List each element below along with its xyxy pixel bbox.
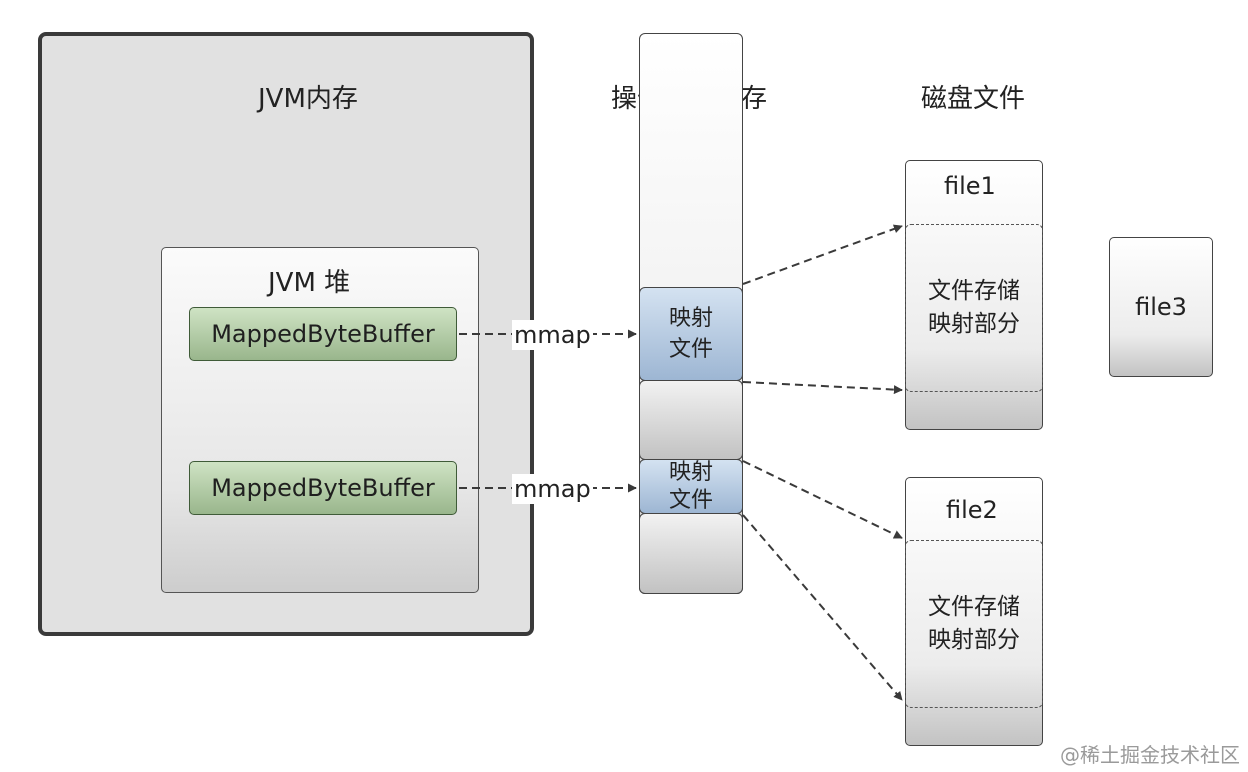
os-mapped-label-line1: 映射 bbox=[668, 306, 713, 331]
os-mapped-label-line1: 映射 bbox=[668, 459, 713, 485]
os-mapped-segment-1: 映射 文件 bbox=[639, 287, 743, 381]
os-unmapped-segment-2 bbox=[639, 513, 743, 594]
os-unmapped-segment-1 bbox=[639, 380, 743, 460]
file2-region-line2: 映射部分 bbox=[928, 627, 1020, 653]
os-mapped-label-line2: 文件 bbox=[668, 337, 713, 362]
disk-files-title: 磁盘文件 bbox=[921, 84, 1026, 114]
file1-name: file1 bbox=[944, 172, 996, 200]
file2-region-line1: 文件存储 bbox=[928, 594, 1020, 620]
file3-name: file3 bbox=[1135, 293, 1187, 321]
file2-box bbox=[905, 477, 1043, 746]
file1-region-line2: 映射部分 bbox=[928, 311, 1020, 337]
mapped-byte-buffer-1: MappedByteBuffer bbox=[189, 307, 457, 361]
file2-name: file2 bbox=[946, 496, 998, 524]
map-arrow-file1-bottom bbox=[742, 381, 903, 395]
mmap-label-2: mmap bbox=[512, 474, 593, 504]
os-mapped-segment-2: 映射 文件 bbox=[639, 459, 743, 514]
file3-box: file3 bbox=[1109, 237, 1213, 377]
jvm-heap-box bbox=[161, 247, 479, 593]
file1-mapped-region: 文件存储 映射部分 bbox=[905, 224, 1043, 392]
mmap-label-1: mmap bbox=[512, 320, 593, 350]
file2-mapped-region: 文件存储 映射部分 bbox=[905, 540, 1043, 708]
map-arrow-file2-bottom bbox=[742, 514, 903, 701]
watermark: @稀土掘金技术社区 bbox=[1060, 743, 1240, 767]
mapped-byte-buffer-2: MappedByteBuffer bbox=[189, 461, 457, 515]
map-arrow-file2-top bbox=[742, 460, 903, 539]
jvm-heap-title: JVM 堆 bbox=[268, 268, 351, 298]
os-mapped-label-line2: 文件 bbox=[668, 487, 713, 513]
file1-region-line1: 文件存储 bbox=[928, 278, 1020, 304]
map-arrow-file1-top bbox=[742, 224, 903, 285]
jvm-memory-title: JVM内存 bbox=[258, 84, 358, 114]
